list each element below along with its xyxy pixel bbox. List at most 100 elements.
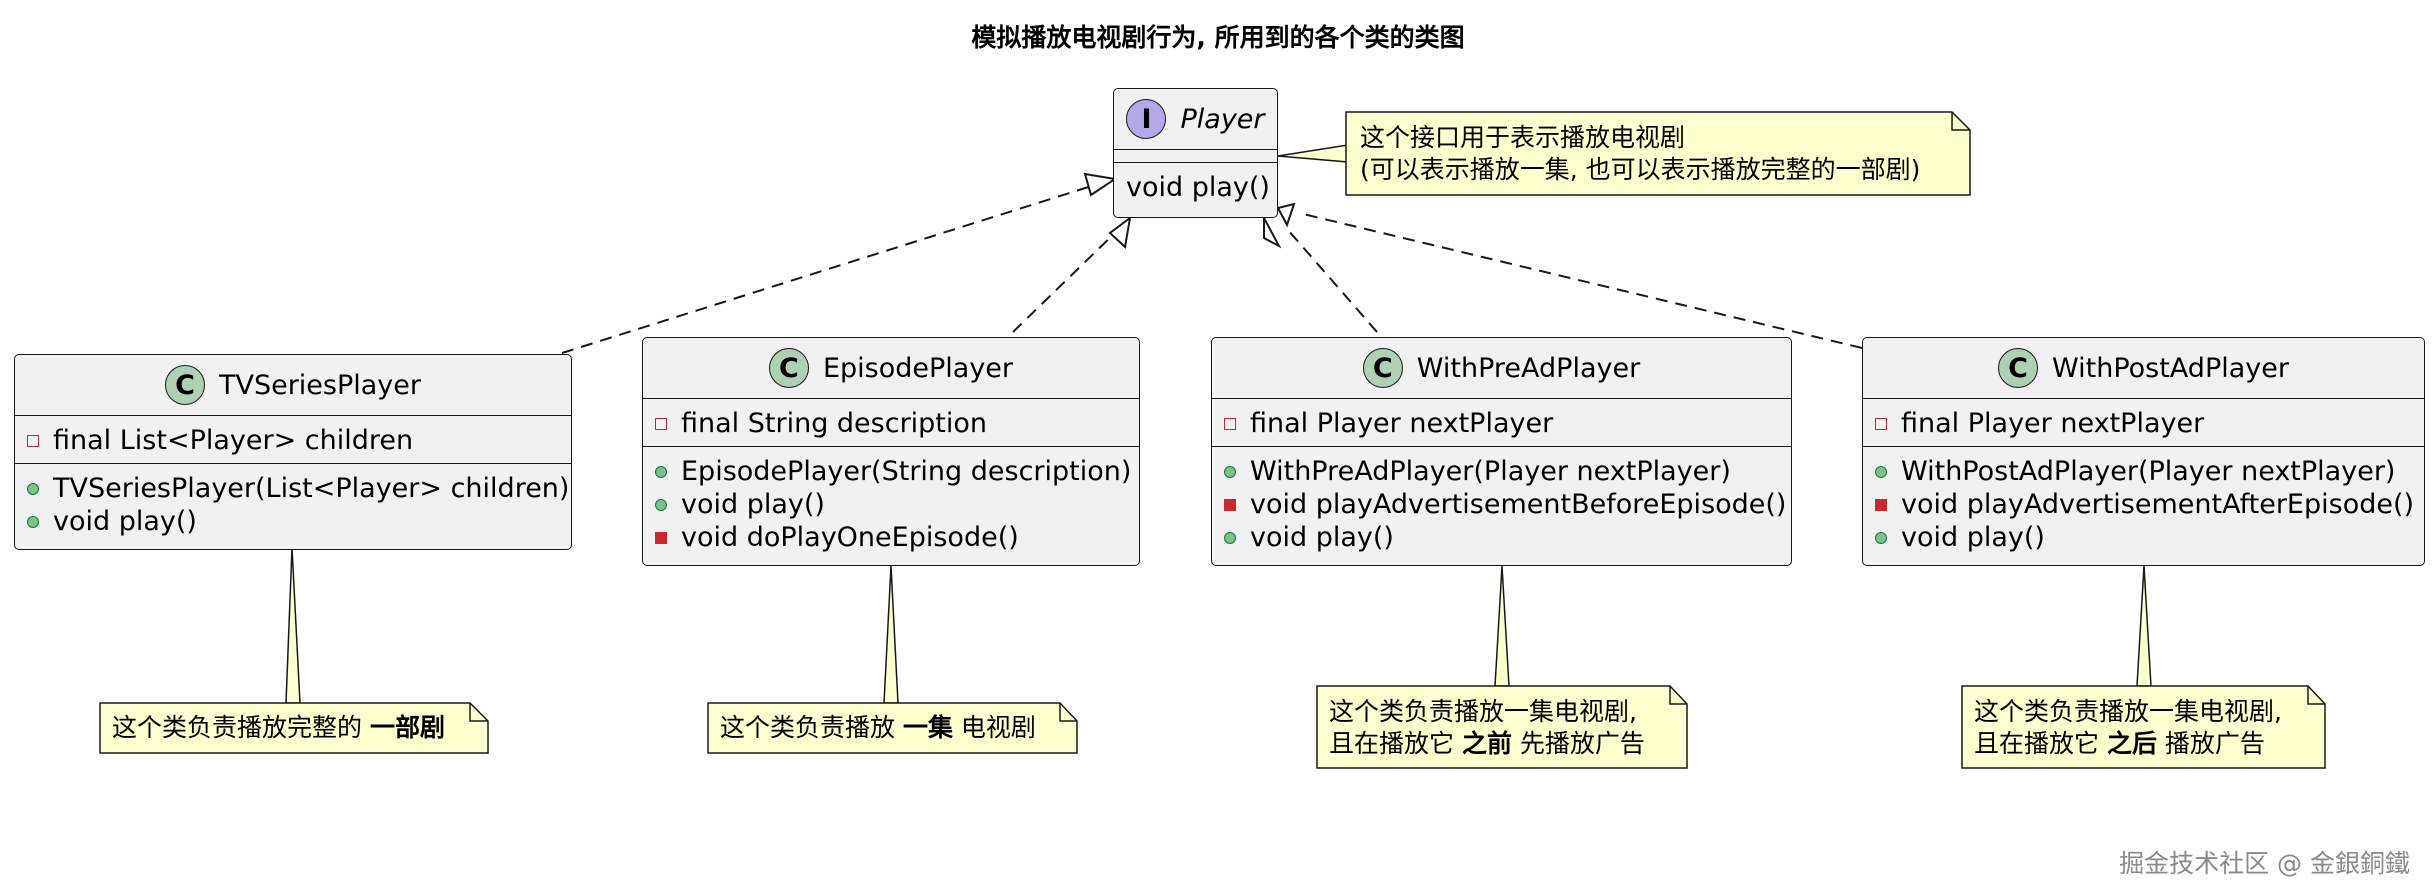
public-method-icon bbox=[655, 465, 667, 478]
pre-note-line1: 这个类负责播放一集电视剧, bbox=[1329, 697, 1637, 726]
public-method-icon bbox=[1875, 531, 1887, 544]
private-method-icon bbox=[655, 531, 667, 544]
player-name: Player bbox=[1180, 103, 1265, 135]
tv-series-player-class[interactable]: C TVSeriesPlayer final List<Player> chil… bbox=[14, 354, 572, 550]
player-method-play: void play() bbox=[1126, 172, 1270, 203]
pre-note-shape bbox=[1316, 685, 1688, 769]
realization-post-to-player bbox=[1298, 212, 1863, 349]
private-field-icon bbox=[1224, 417, 1236, 430]
episode-note-shape bbox=[707, 702, 1078, 754]
divider bbox=[1212, 398, 1791, 399]
with-post-ad-player-class[interactable]: C WithPostAdPlayer final Player nextPlay… bbox=[1862, 337, 2425, 566]
episode-note-pointer bbox=[883, 565, 899, 704]
private-field-icon bbox=[27, 434, 39, 447]
divider bbox=[15, 463, 571, 464]
public-method-icon bbox=[655, 498, 667, 511]
episode-note: 这个类负责播放 一集 电视剧 bbox=[720, 712, 1036, 744]
episode-player-class[interactable]: C EpisodePlayer final String description… bbox=[642, 337, 1140, 566]
pre-method-play: void play() bbox=[1212, 521, 1791, 554]
episode-method-constructor: EpisodePlayer(String description) bbox=[643, 455, 1139, 488]
tv-name: TVSeriesPlayer bbox=[218, 369, 421, 401]
pre-note-line2: 且在播放它 之前 先播放广告 bbox=[1329, 729, 1645, 758]
class-icon: C bbox=[768, 348, 809, 388]
public-method-icon bbox=[1224, 465, 1236, 478]
watermark: 掘金技术社区 @ 金銀銅鐵 bbox=[2119, 849, 2410, 878]
pre-methods: WithPreAdPlayer(Player nextPlayer) void … bbox=[1212, 447, 1791, 560]
pre-method-play-ad: void playAdvertisementBeforeEpisode() bbox=[1212, 488, 1791, 521]
tv-methods: TVSeriesPlayer(List<Player> children) vo… bbox=[15, 464, 571, 544]
divider bbox=[1863, 446, 2424, 447]
divider bbox=[1212, 446, 1791, 447]
divider bbox=[643, 446, 1139, 447]
tv-field-children: final List<Player> children bbox=[15, 424, 571, 457]
post-method-constructor: WithPostAdPlayer(Player nextPlayer) bbox=[1863, 455, 2424, 488]
with-pre-ad-player-class[interactable]: C WithPreAdPlayer final Player nextPlaye… bbox=[1211, 337, 1792, 566]
episode-method-play: void play() bbox=[643, 488, 1139, 521]
divider bbox=[1114, 162, 1277, 163]
public-method-icon bbox=[1875, 465, 1887, 478]
player-note-pointer bbox=[1277, 144, 1349, 163]
player-note-line2: (可以表示播放一集, 也可以表示播放完整的一部剧) bbox=[1360, 155, 1921, 184]
post-note-shape bbox=[1961, 685, 2326, 769]
private-field-icon bbox=[1875, 417, 1887, 430]
tv-note-pointer bbox=[285, 547, 301, 704]
player-note-line1: 这个接口用于表示播放电视剧 bbox=[1360, 123, 1686, 152]
tv-method-constructor: TVSeriesPlayer(List<Player> children) bbox=[15, 472, 571, 505]
post-note: 这个类负责播放一集电视剧, 且在播放它 之后 播放广告 bbox=[1974, 696, 2282, 760]
player-interface[interactable]: I Player void play() bbox=[1113, 88, 1278, 218]
post-header: C WithPostAdPlayer bbox=[1863, 338, 2424, 398]
private-method-icon bbox=[1875, 498, 1887, 511]
episode-name: EpisodePlayer bbox=[822, 352, 1014, 384]
player-methods: void play() bbox=[1114, 163, 1277, 210]
player-note: 这个接口用于表示播放电视剧 (可以表示播放一集, 也可以表示播放完整的一部剧) bbox=[1360, 122, 1920, 186]
episode-method-do-play: void doPlayOneEpisode() bbox=[643, 521, 1139, 554]
divider bbox=[1114, 149, 1277, 150]
tv-fields: final List<Player> children bbox=[15, 416, 571, 463]
post-note-pointer bbox=[2136, 565, 2152, 687]
tv-header: C TVSeriesPlayer bbox=[15, 355, 571, 415]
private-method-icon bbox=[1224, 498, 1236, 511]
post-fields: final Player nextPlayer bbox=[1863, 399, 2424, 446]
arrowhead-post bbox=[1276, 202, 1296, 228]
episode-header: C EpisodePlayer bbox=[643, 338, 1139, 398]
pre-note-emphasis: 之前 bbox=[1461, 729, 1512, 758]
tv-note: 这个类负责播放完整的 一部剧 bbox=[112, 712, 445, 744]
post-method-play-ad: void playAdvertisementAfterEpisode() bbox=[1863, 488, 2424, 521]
episode-note-text: 这个类负责播放 bbox=[720, 713, 903, 742]
pre-header: C WithPreAdPlayer bbox=[1212, 338, 1791, 398]
player-header: I Player bbox=[1114, 89, 1277, 149]
divider bbox=[643, 398, 1139, 399]
tv-note-text: 这个类负责播放完整的 bbox=[112, 713, 370, 742]
episode-field-description: final String description bbox=[643, 407, 1139, 440]
post-method-play: void play() bbox=[1863, 521, 2424, 554]
public-method-icon bbox=[27, 482, 39, 495]
post-field-next-player: final Player nextPlayer bbox=[1863, 407, 2424, 440]
interface-icon: I bbox=[1126, 99, 1167, 139]
tv-note-shape bbox=[99, 702, 489, 754]
public-method-icon bbox=[27, 515, 39, 528]
realization-tv-to-player bbox=[561, 183, 1099, 354]
divider bbox=[15, 415, 571, 416]
player-note-shape bbox=[1345, 111, 1971, 196]
class-icon: C bbox=[1362, 348, 1403, 388]
pre-method-constructor: WithPreAdPlayer(Player nextPlayer) bbox=[1212, 455, 1791, 488]
post-name: WithPostAdPlayer bbox=[2052, 352, 2289, 384]
episode-methods: EpisodePlayer(String description) void p… bbox=[643, 447, 1139, 560]
arrowhead-episode bbox=[1108, 215, 1132, 249]
realization-episode-to-player bbox=[1012, 229, 1119, 333]
private-field-icon bbox=[655, 417, 667, 430]
divider bbox=[1863, 398, 2424, 399]
pre-note-pointer bbox=[1494, 565, 1510, 687]
tv-method-play: void play() bbox=[15, 505, 571, 538]
episode-fields: final String description bbox=[643, 399, 1139, 446]
post-note-line2: 且在播放它 之后 播放广告 bbox=[1974, 729, 2265, 758]
class-icon: C bbox=[1998, 348, 2039, 388]
pre-name: WithPreAdPlayer bbox=[1416, 352, 1641, 384]
tv-note-emphasis: 一部剧 bbox=[369, 713, 445, 742]
arrowhead-tv bbox=[1083, 172, 1118, 197]
pre-note: 这个类负责播放一集电视剧, 且在播放它 之前 先播放广告 bbox=[1329, 696, 1645, 760]
public-method-icon bbox=[1224, 531, 1236, 544]
player-fields bbox=[1114, 150, 1277, 162]
class-icon: C bbox=[164, 365, 205, 405]
